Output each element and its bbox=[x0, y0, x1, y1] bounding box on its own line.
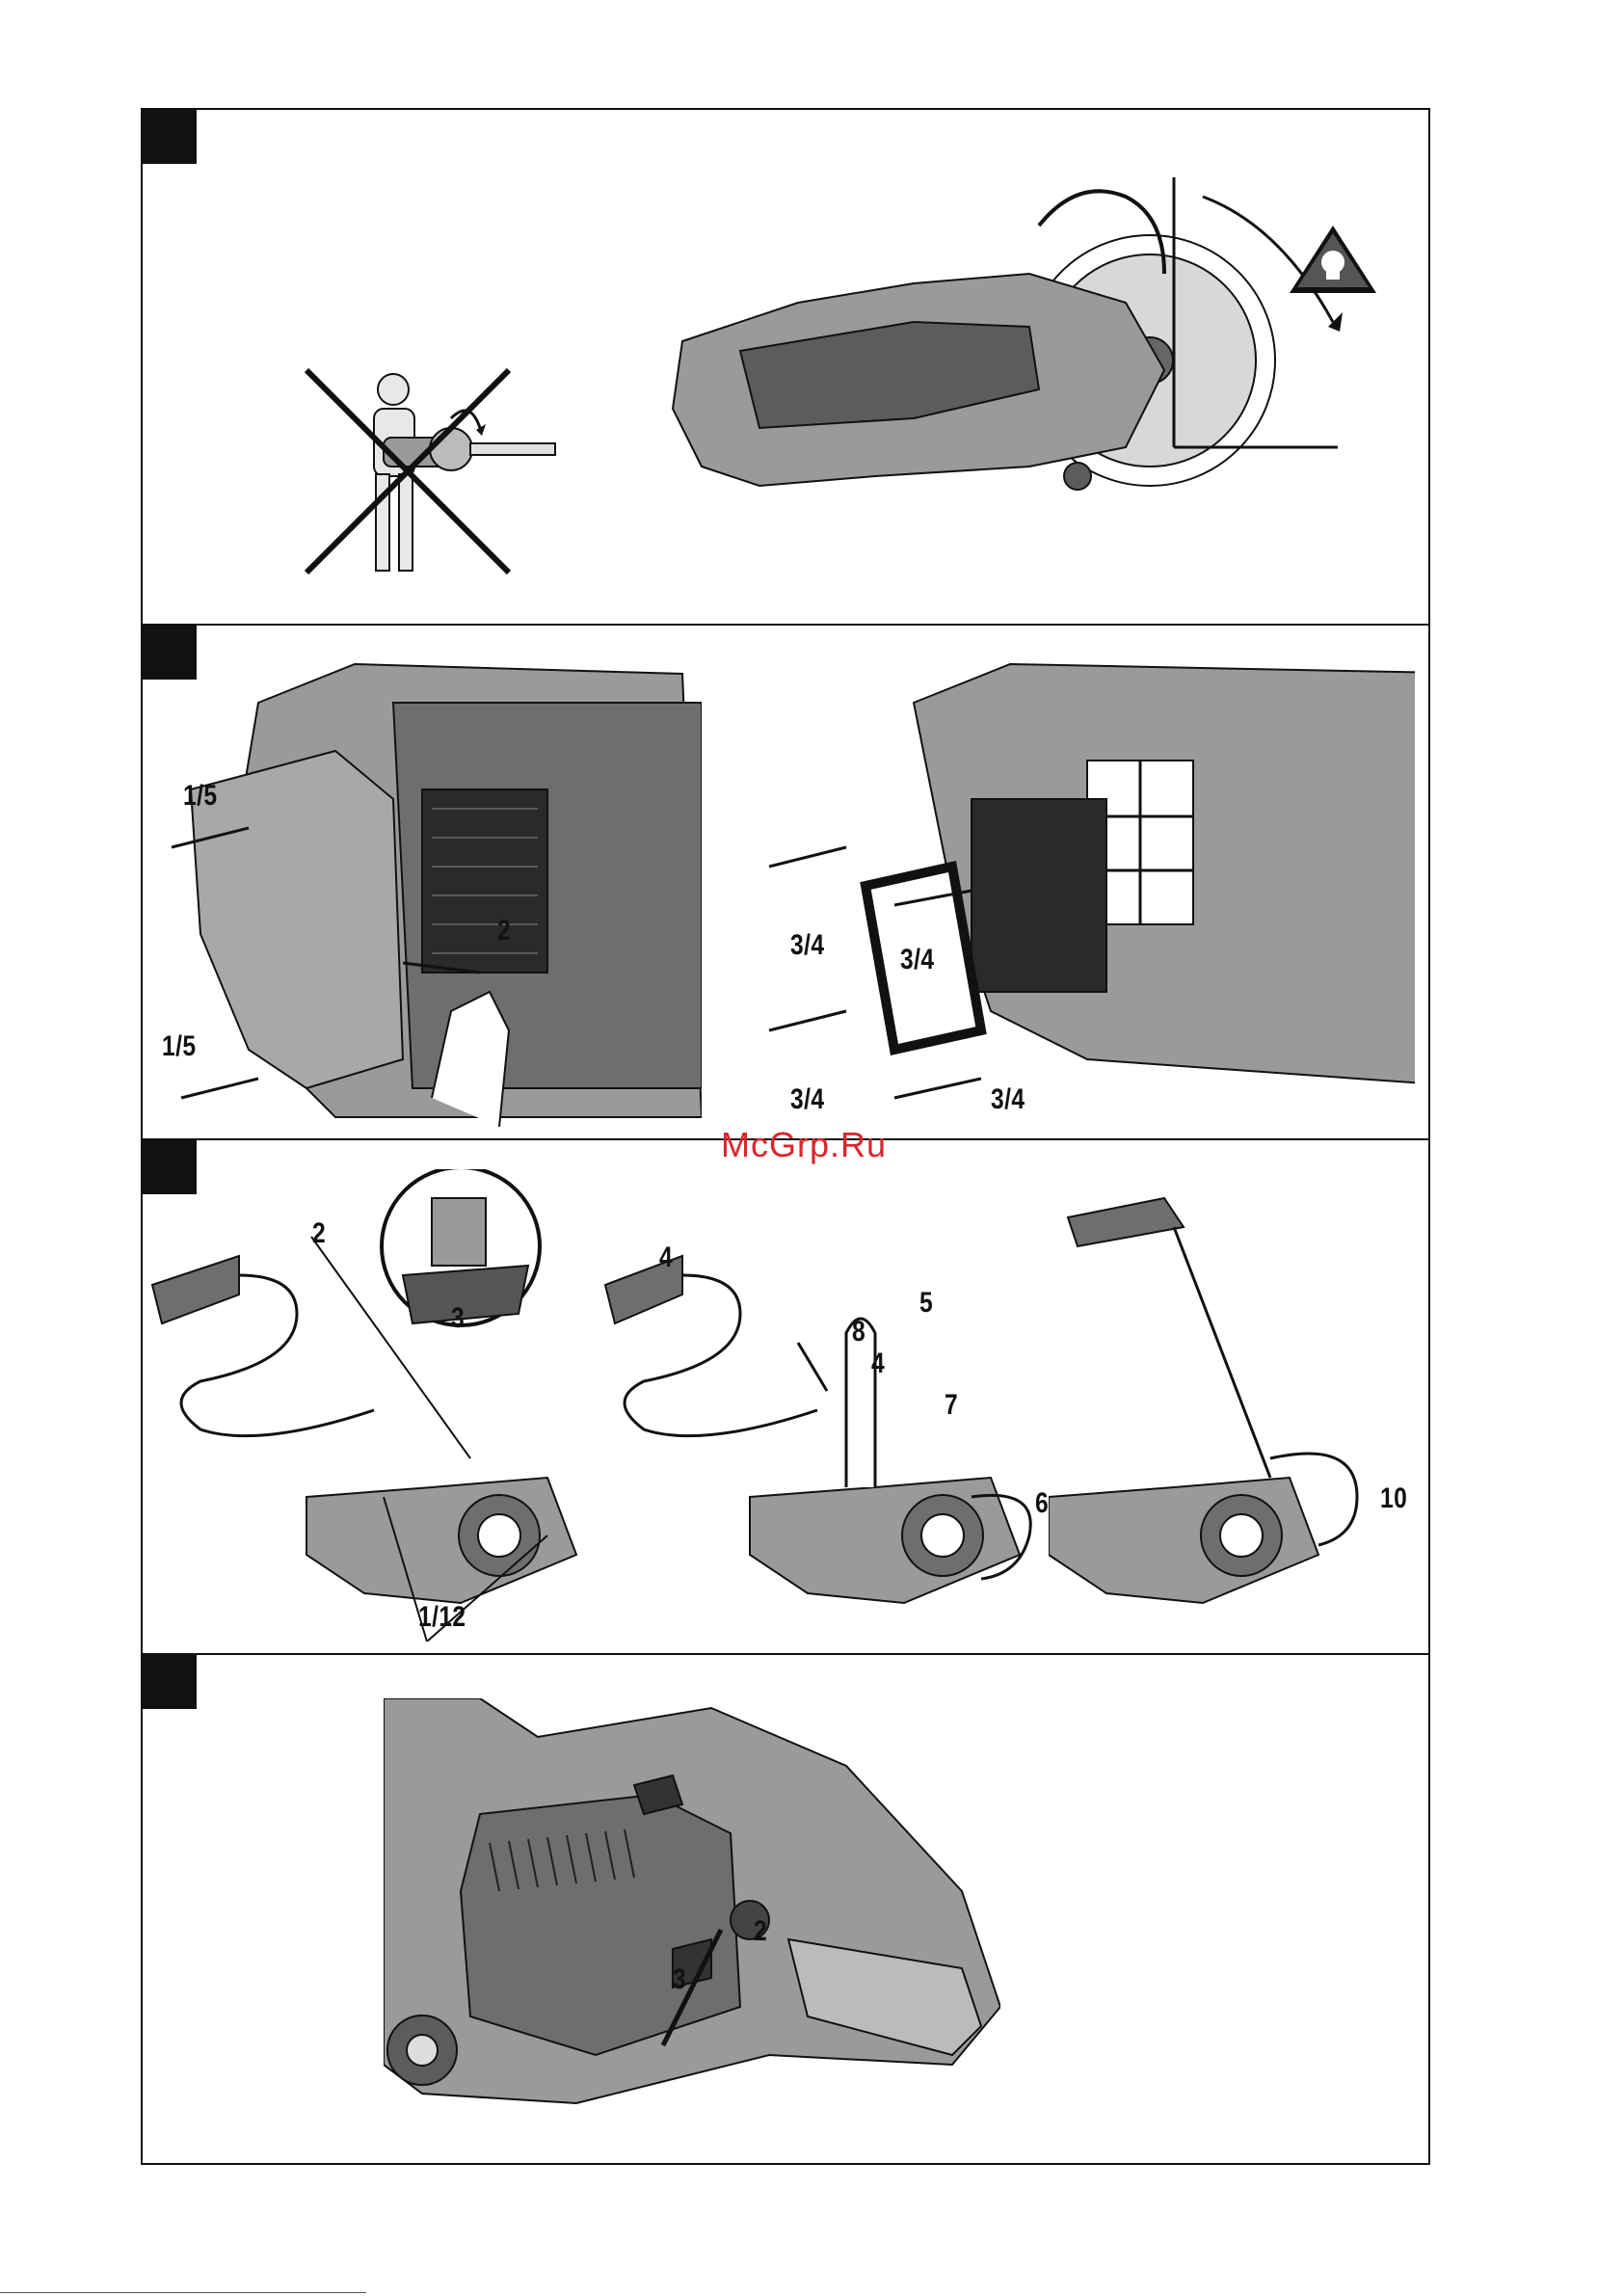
label-3-10: 10 bbox=[1380, 1482, 1407, 1515]
panel-1-number-badge bbox=[143, 110, 197, 164]
label-3-3: 3 bbox=[451, 1302, 465, 1335]
label-4-2: 2 bbox=[754, 1915, 767, 1948]
prohibited-operator-illustration bbox=[287, 360, 567, 601]
panel-3: 2 3 1/12 4 5 8 4 7 6 10 bbox=[143, 1140, 1428, 1655]
label-3-6: 6 bbox=[1035, 1487, 1049, 1520]
watermark-text: McGrp.Ru bbox=[721, 1125, 887, 1165]
spark-plug-connector-illustration bbox=[384, 1698, 1000, 2122]
panel-1 bbox=[143, 110, 1428, 626]
label-1-5-top: 1/5 bbox=[183, 780, 217, 813]
panel-4-number-badge bbox=[143, 1655, 197, 1709]
label-3-4-top: 4 bbox=[659, 1241, 673, 1274]
starter-cable-step-1-illustration bbox=[143, 1169, 596, 1642]
label-3-2: 2 bbox=[312, 1217, 326, 1250]
label-3-5: 5 bbox=[919, 1287, 933, 1320]
bottom-rule bbox=[0, 2292, 366, 2293]
label-3-4-d: 3/4 bbox=[991, 1083, 1025, 1116]
starter-cable-step-3-illustration bbox=[1049, 1169, 1424, 1642]
label-3-4-b: 3/4 bbox=[900, 944, 934, 976]
panel-4: 2 3 bbox=[143, 1655, 1428, 2167]
label-1-5-bottom: 1/5 bbox=[162, 1030, 196, 1063]
label-3-8: 8 bbox=[852, 1316, 865, 1348]
label-3-1-12: 1/12 bbox=[418, 1601, 466, 1634]
air-filter-replacement-illustration bbox=[759, 645, 1415, 1127]
label-3-7: 7 bbox=[945, 1389, 958, 1422]
label-3-4-a: 3/4 bbox=[790, 929, 824, 962]
label-3-4-mid: 4 bbox=[871, 1348, 885, 1380]
panel-2: 1/5 2 1/5 3/4 3/4 3/4 3/4 bbox=[143, 626, 1428, 1140]
label-4-3: 3 bbox=[673, 1963, 686, 1996]
label-2: 2 bbox=[497, 915, 511, 948]
label-3-4-c: 3/4 bbox=[790, 1083, 824, 1116]
air-filter-cover-removal-illustration bbox=[162, 645, 702, 1127]
skull-warning-icon bbox=[1290, 226, 1376, 293]
cut-off-saw-angle-illustration bbox=[625, 158, 1376, 601]
starter-cable-step-2-illustration bbox=[596, 1169, 1039, 1642]
